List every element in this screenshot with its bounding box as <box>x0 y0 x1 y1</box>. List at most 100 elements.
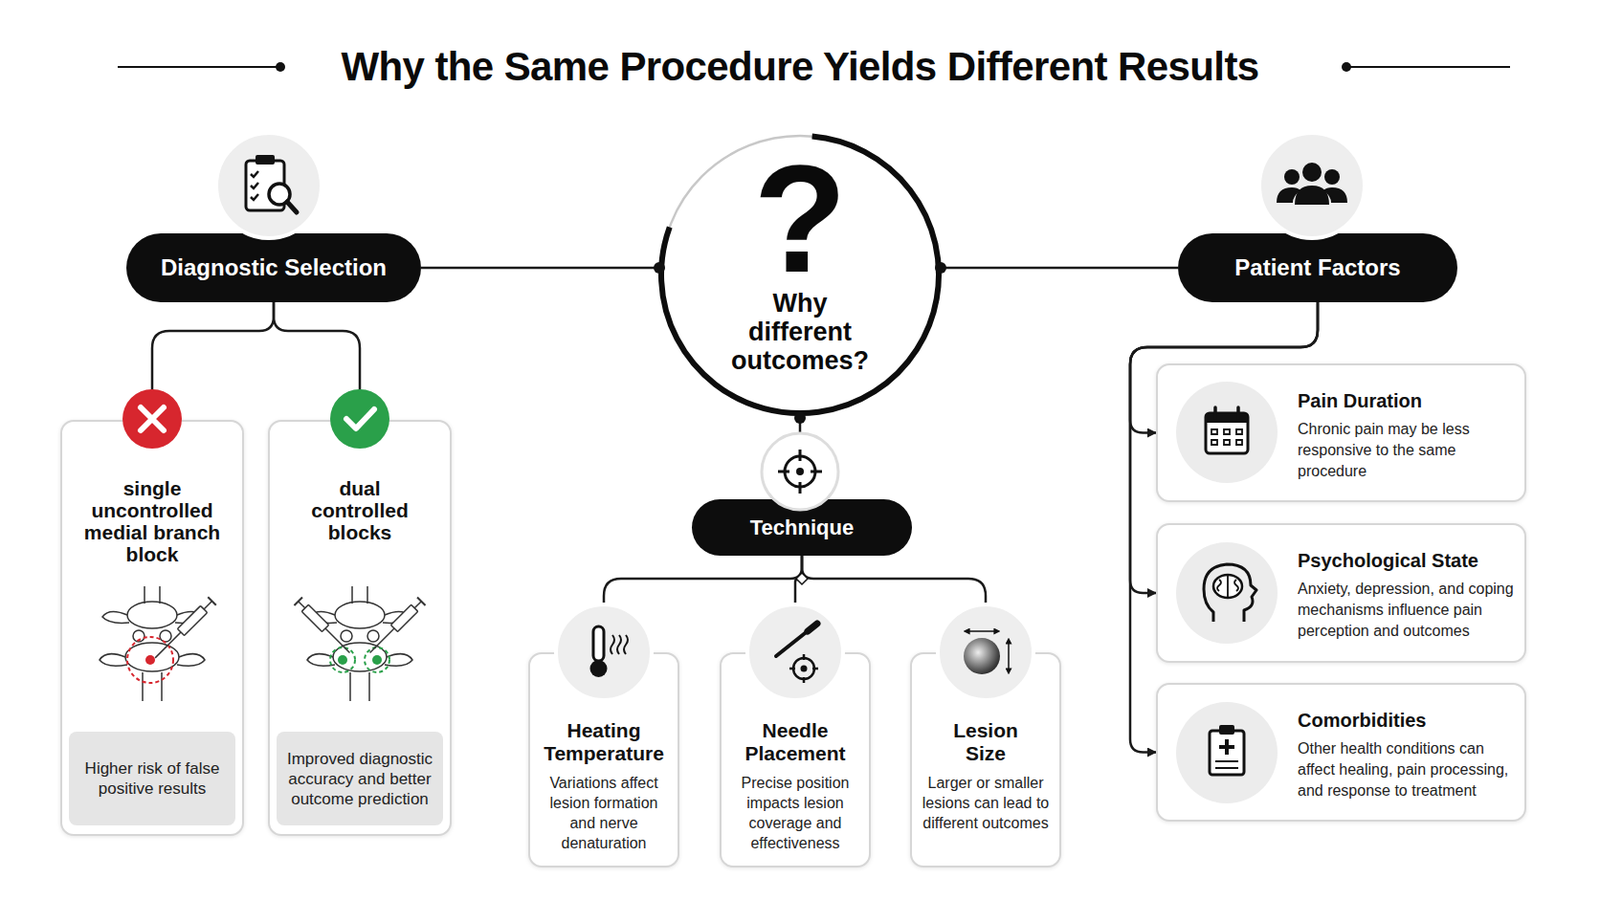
calendar-rings <box>1215 407 1239 419</box>
spine-outline <box>352 586 368 604</box>
icon-circle <box>937 604 1034 701</box>
result-text: Higher risk of false positive results <box>82 758 223 800</box>
option-card: single uncontrolled medial branch blockH… <box>60 420 245 837</box>
diagram-title: Why the Same Procedure Yields Different … <box>0 42 1600 92</box>
magnifier-handle <box>287 201 297 213</box>
facet-joint <box>133 630 145 643</box>
technique-card: Lesion SizeLarger or smaller lesions can… <box>910 652 1062 868</box>
clipboard-clip <box>1219 725 1235 735</box>
needle-icon <box>776 626 814 657</box>
vertebra <box>125 643 179 672</box>
card-heading: Comorbidities <box>1297 709 1518 733</box>
card-heading: Psychological State <box>1297 549 1518 573</box>
junction-diamond <box>796 573 808 585</box>
icon-circle <box>555 604 652 701</box>
syringe <box>365 597 425 657</box>
target-zone <box>330 647 356 673</box>
question-circle: ?Why different outcomes? <box>657 132 943 418</box>
card-body: Anxiety, depression, and coping mechanis… <box>1297 578 1516 643</box>
card-body: Chronic pain may be less responsive to t… <box>1297 419 1504 483</box>
target-dot <box>372 655 382 666</box>
result-box: Improved diagnostic accuracy and better … <box>276 732 444 826</box>
card-heading: Needle Placement <box>728 719 863 766</box>
vertebra <box>333 643 387 672</box>
height-arrow <box>1007 639 1010 674</box>
question-mark: ? <box>657 142 943 296</box>
crosshair-lines <box>777 449 823 494</box>
person-head <box>1324 169 1340 185</box>
person-body <box>1276 187 1301 203</box>
result-box: Higher risk of false positive results <box>68 732 236 826</box>
crosshair-center <box>796 467 804 476</box>
target-zone <box>127 637 174 684</box>
accept-badge <box>330 389 390 449</box>
card-heading: Pain Duration <box>1297 389 1518 413</box>
category-pill: Technique <box>691 499 912 556</box>
card-body: Precise position impacts lesion coverage… <box>730 773 861 854</box>
card-heading: Heating Temperature <box>536 719 671 766</box>
target-dot <box>145 655 156 666</box>
brain-icon <box>1213 575 1243 599</box>
technique-card: Needle PlacementPrecise position impacts… <box>719 652 871 868</box>
icon-circle <box>216 133 322 239</box>
card-body: Variations affect lesion formation and n… <box>538 773 669 854</box>
crosshair-icon <box>784 456 816 488</box>
card-body: Larger or smaller lesions can lead to di… <box>920 773 1051 834</box>
category-pill: Diagnostic Selection <box>126 233 422 303</box>
clipboard-clip <box>255 155 275 165</box>
junction-dot <box>653 262 666 274</box>
lesion-sphere <box>963 638 1000 675</box>
plunger-cap <box>293 597 302 605</box>
target-dot <box>337 655 348 666</box>
title-rule <box>1346 66 1511 68</box>
connector-line <box>152 302 274 421</box>
thermometer-bulb <box>590 660 608 678</box>
target-zone <box>364 647 390 673</box>
person-head <box>1284 169 1300 185</box>
category-label: Patient Factors <box>1234 254 1400 282</box>
syringe <box>293 597 354 657</box>
plunger <box>298 601 306 609</box>
icon-circle <box>1176 542 1278 645</box>
option-title: dual controlled blocks <box>302 477 418 544</box>
connector-line <box>603 555 802 653</box>
option-card: dual controlled blocksImproved diagnosti… <box>267 420 452 837</box>
brain-folds <box>1217 576 1239 598</box>
spine-illustration <box>293 586 425 702</box>
factor-card: ComorbiditiesOther health conditions can… <box>1155 683 1527 823</box>
connector-line <box>795 555 802 653</box>
question-text: Why different outcomes? <box>723 288 877 376</box>
reject-badge <box>122 389 182 449</box>
vertebra <box>127 601 178 629</box>
check-marks <box>250 171 259 200</box>
card-heading: Lesion Size <box>942 719 1029 766</box>
connector-line <box>801 555 986 653</box>
x-mark <box>140 407 164 431</box>
category-label: Diagnostic Selection <box>160 254 387 282</box>
plunger-cap <box>207 597 216 605</box>
icon-circle <box>1176 381 1278 484</box>
target-center <box>800 666 808 673</box>
title-rule-dot <box>1341 62 1352 72</box>
calendar-grid <box>1211 429 1243 445</box>
factor-card: Pain DurationChronic pain may be less re… <box>1155 363 1527 503</box>
card-body: Other health conditions can affect heali… <box>1297 738 1524 802</box>
spine-outline <box>142 672 162 702</box>
category-label: Technique <box>750 515 854 541</box>
transverse-process <box>99 654 205 667</box>
syringe-barrel <box>301 604 329 632</box>
needle <box>155 632 181 659</box>
connector-line <box>421 266 658 270</box>
syringe <box>151 597 217 663</box>
title-rule <box>117 66 281 68</box>
facet-joint <box>159 630 172 643</box>
person-body <box>1294 185 1330 205</box>
facet-joint <box>367 630 379 643</box>
technique-card: Heating TemperatureVariations affect les… <box>528 652 680 868</box>
target-icon <box>793 658 815 680</box>
clipboard-lines <box>1215 761 1239 769</box>
heat-waves <box>610 635 628 655</box>
icon-circle <box>747 604 844 701</box>
